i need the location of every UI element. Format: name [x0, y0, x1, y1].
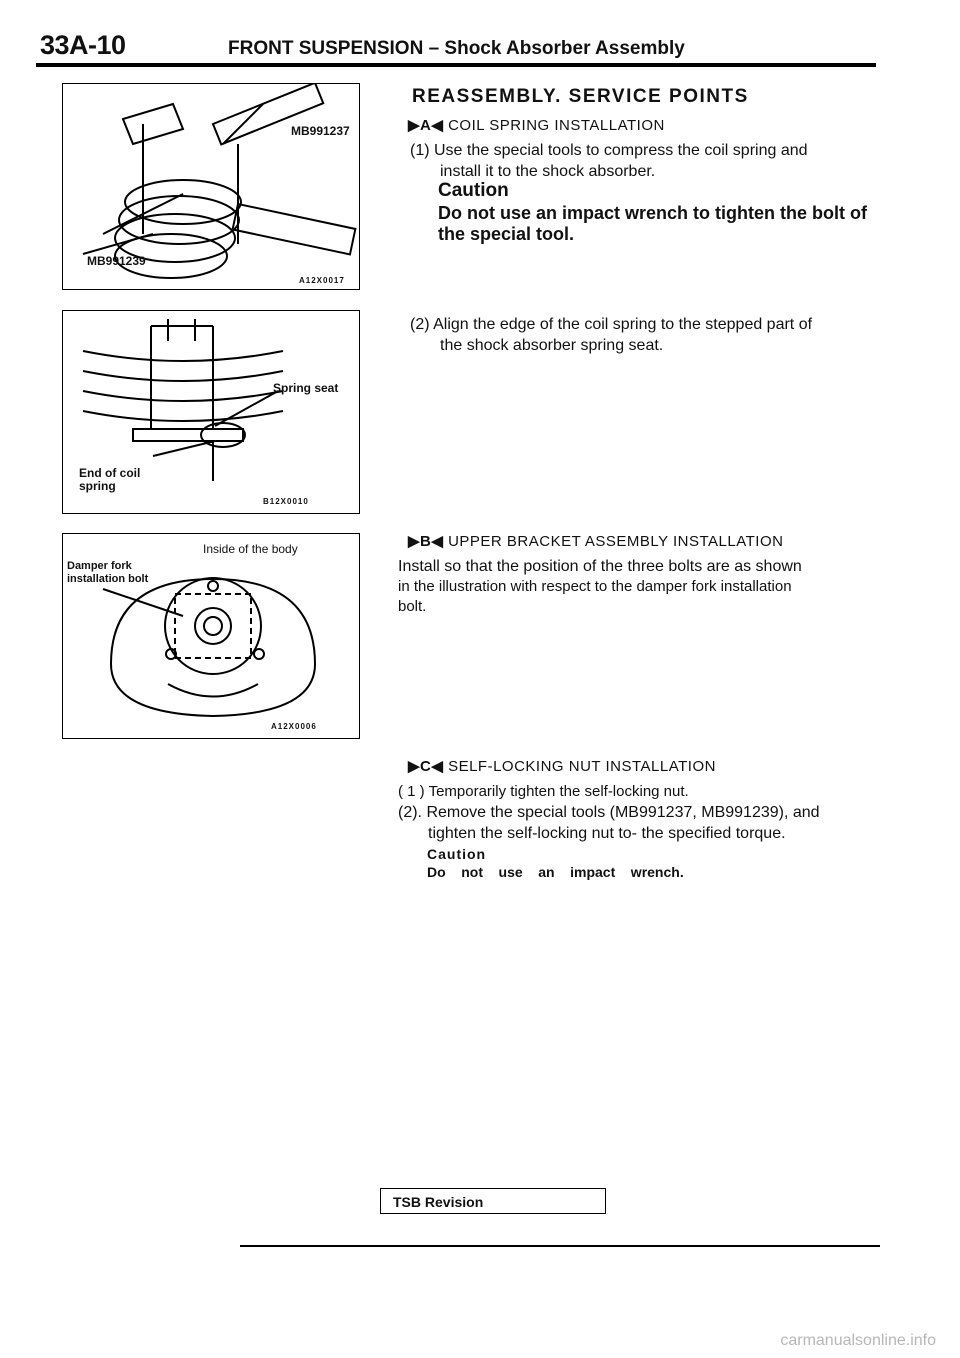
section-b-title: UPPER BRACKET ASSEMBLY INSTALLATION — [448, 533, 784, 550]
section-a-step2: (2) Align the edge of the coil spring to… — [410, 314, 812, 356]
main-heading: REASSEMBLY. SERVICE POINTS — [412, 86, 749, 107]
section-b-heading: ▶B◀ UPPER BRACKET ASSEMBLY INSTALLATION — [408, 532, 783, 550]
section-c-step2: (2). Remove the special tools (MB991237,… — [398, 802, 820, 844]
header-rule — [36, 63, 876, 67]
section-c-step2-line1: (2). Remove the special tools (MB991237,… — [398, 804, 820, 821]
page-code: 33A-10 — [40, 30, 126, 60]
caution-c-text: Do not use an impact wrench. — [427, 864, 684, 880]
section-b-line1: Install so that the position of the thre… — [398, 558, 802, 575]
figure-code: A12X0006 — [271, 722, 317, 731]
step1-line1: (1) Use the special tools to compress th… — [410, 142, 808, 159]
caution-a-text: Do not use an impact wrench to tighten t… — [438, 203, 867, 245]
watermark: carmanualsonline.info — [780, 1332, 936, 1349]
label-damper-fork: Damper fork — [67, 560, 132, 572]
section-c-step1: ( 1 ) Temporarily tighten the self-locki… — [398, 783, 689, 800]
section-a-step1: (1) Use the special tools to compress th… — [410, 140, 808, 182]
label-inside-of-body: Inside of the body — [203, 542, 298, 556]
section-b-line2: in the illustration with respect to the … — [398, 578, 792, 595]
marker-c: ▶C◀ — [408, 758, 444, 775]
spring-seat-illustration — [82, 319, 284, 481]
caution-a-line2: the special tool. — [438, 224, 575, 244]
coil-spring-compressor-illustration — [82, 81, 357, 279]
figure-code: B12X0010 — [263, 497, 309, 506]
section-c-heading: ▶C◀ SELF-LOCKING NUT INSTALLATION — [408, 757, 716, 775]
marker-b: ▶B◀ — [408, 533, 444, 550]
caution-c-title: Caution — [427, 846, 487, 862]
label-spring: spring — [79, 479, 116, 493]
tool-label-mb991239: MB991239 — [87, 254, 146, 268]
label-spring-seat: Spring seat — [273, 381, 339, 395]
page-title: FRONT SUSPENSION – Shock Absorber Assemb… — [228, 38, 685, 59]
section-a-heading: ▶A◀ COIL SPRING INSTALLATION — [408, 116, 665, 134]
upper-bracket-illustration — [102, 577, 317, 718]
section-c-title: SELF-LOCKING NUT INSTALLATION — [448, 758, 716, 775]
section-b-body: Install so that the position of the thre… — [398, 557, 802, 617]
label-end-of-coil: End of coil — [79, 466, 141, 480]
step2-line1: (2) Align the edge of the coil spring to… — [410, 316, 813, 333]
tool-label-mb991237: MB991237 — [291, 124, 350, 138]
section-c-step2-line2: tighten the self-locking nut to- the spe… — [428, 825, 786, 842]
label-installation-bolt: installation bolt — [67, 573, 149, 585]
figure-spring-seat: Spring seat End of coil spring B12X0010 — [62, 310, 360, 514]
figure-code: A12X0017 — [299, 276, 345, 285]
section-a-title: COIL SPRING INSTALLATION — [448, 117, 665, 134]
figure-upper-bracket: Inside of the body Damper fork installat… — [62, 533, 360, 739]
caution-a-line1: Do not use an impact wrench to tighten t… — [438, 203, 867, 223]
step2-line2: the shock absorber spring seat. — [440, 337, 664, 354]
footer-rule — [240, 1245, 880, 1247]
section-b-line3: bolt. — [398, 598, 427, 615]
figure-coil-spring-tools: MB991237 MB991239 A12X0017 — [62, 81, 360, 290]
step1-line2: install it to the shock absorber. — [440, 163, 656, 180]
marker-a: ▶A◀ — [408, 117, 444, 134]
caution-a-title: Caution — [438, 180, 509, 201]
tsb-revision-box: TSB Revision — [380, 1188, 606, 1214]
